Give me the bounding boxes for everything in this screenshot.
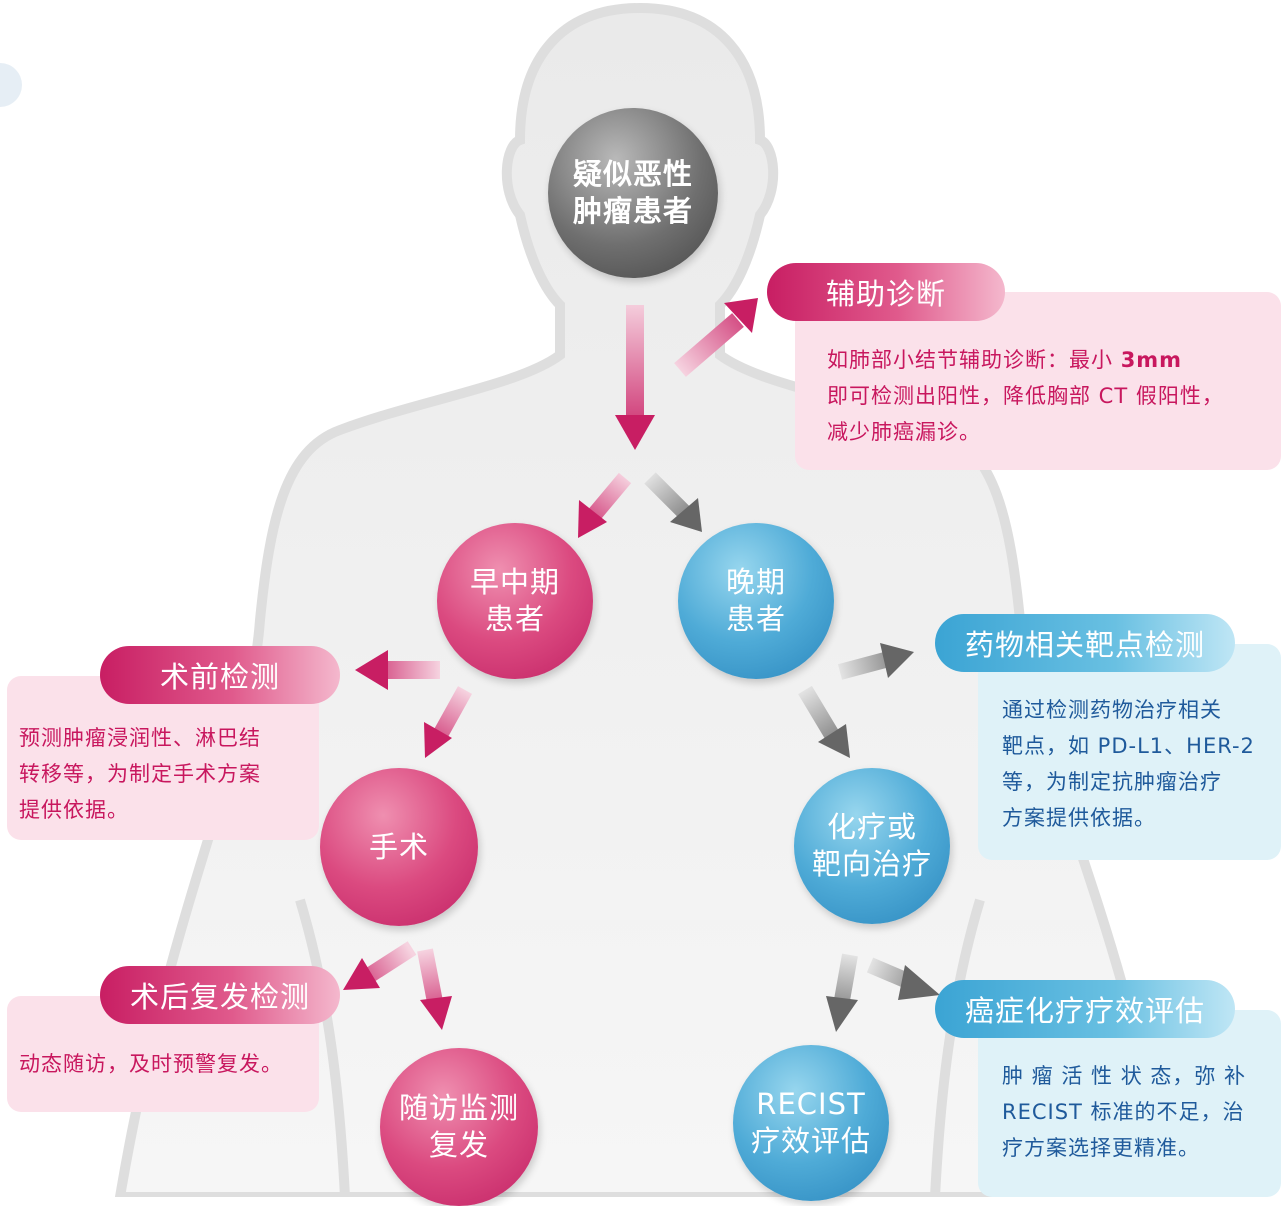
node-recist: RECIST 疗效评估: [733, 1045, 889, 1201]
arrow-icon: [615, 305, 655, 450]
arrow-icon: [424, 686, 472, 758]
node-followup-line1: 随访监测: [398, 1091, 519, 1125]
node-suspect-line2: 肿瘤患者: [572, 194, 693, 228]
info-box-chemo-eval: 肿 瘤 活 性 状 态，弥 补 RECIST 标准的不足，治 疗方案选择更精准。: [978, 1010, 1281, 1197]
label-target-text: 药物相关靶点检测: [964, 628, 1205, 662]
info-aux-line1: 如肺部小结节辅助诊断：最小: [827, 348, 1121, 372]
arrow-icon: [674, 298, 758, 377]
arrow-icon: [644, 472, 702, 532]
info-aux-bold: 3mm: [1120, 348, 1183, 372]
info-aux-line2: 即可检测出阳性，降低胸部 CT 假阳性，: [827, 384, 1224, 408]
node-chemo-line2: 靶向治疗: [811, 847, 932, 881]
node-recist-line1: RECIST: [756, 1087, 866, 1121]
arrow-icon: [866, 957, 940, 1000]
arrow-icon: [417, 948, 452, 1030]
label-chemo-eval-text: 癌症化疗疗效评估: [964, 994, 1205, 1028]
node-early: 早中期 患者: [437, 523, 593, 679]
edge-decoration: [0, 63, 22, 107]
node-chemo: 化疗或 靶向治疗: [794, 768, 950, 924]
info-target-line1: 通过检测药物治疗相关: [1002, 698, 1222, 722]
node-followup: 随访监测 复发: [380, 1048, 538, 1206]
info-preop-line3: 提供依据。: [19, 798, 129, 822]
info-aux-line3: 减少肺癌漏诊。: [827, 420, 981, 444]
label-chemo-eval: 癌症化疗疗效评估: [935, 980, 1235, 1038]
node-surgery: 手术: [320, 768, 478, 926]
info-target-line3: 等，为制定抗肿瘤治疗: [1002, 770, 1222, 794]
node-late-line2: 患者: [725, 602, 786, 636]
label-aux-text: 辅助诊断: [825, 277, 946, 311]
label-preop: 术前检测: [100, 646, 340, 704]
arrow-icon: [343, 941, 417, 990]
info-target-line4: 方案提供依据。: [1002, 806, 1156, 830]
info-chemo-eval-line2: RECIST 标准的不足，治: [1002, 1100, 1245, 1124]
node-early-line2: 患者: [484, 602, 545, 636]
node-followup-line2: 复发: [428, 1128, 489, 1162]
label-target: 药物相关靶点检测: [935, 614, 1235, 672]
arrow-icon: [578, 472, 632, 538]
label-preop-text: 术前检测: [159, 660, 280, 694]
info-chemo-eval-line1: 肿 瘤 活 性 状 态，弥 补: [1002, 1064, 1247, 1088]
info-box-aux: 如肺部小结节辅助诊断：最小 3mm 即可检测出阳性，降低胸部 CT 假阳性， 减…: [795, 292, 1281, 470]
node-suspect: 疑似恶性 肿瘤患者: [548, 108, 718, 278]
info-box-target: 通过检测药物治疗相关 靶点，如 PD-L1、HER-2 等，为制定抗肿瘤治疗 方…: [978, 644, 1281, 860]
arrow-icon: [826, 953, 858, 1032]
label-postop: 术后复发检测: [100, 966, 340, 1024]
node-recist-line2: 疗效评估: [750, 1124, 871, 1158]
arrow-icon: [837, 643, 914, 680]
info-preop-line1: 预测肿瘤浸润性、淋巴结: [19, 726, 261, 750]
info-target-line2: 靶点，如 PD-L1、HER-2: [1002, 734, 1255, 758]
node-surgery-line1: 手术: [368, 829, 429, 864]
arrow-icon: [355, 650, 440, 690]
node-suspect-line1: 疑似恶性: [572, 157, 693, 191]
node-late-line1: 晚期: [725, 565, 786, 599]
node-late: 晚期 患者: [678, 523, 834, 679]
info-chemo-eval-line3: 疗方案选择更精准。: [1002, 1136, 1200, 1160]
info-preop-line2: 转移等，为制定手术方案: [19, 762, 261, 786]
arrow-icon: [798, 685, 850, 758]
info-postop-line1: 动态随访，及时预警复发。: [19, 1052, 283, 1076]
label-aux-diagnosis: 辅助诊断: [767, 263, 1005, 321]
label-postop-text: 术后复发检测: [129, 980, 310, 1014]
node-chemo-line1: 化疗或: [826, 810, 917, 844]
node-early-line1: 早中期: [469, 565, 560, 599]
